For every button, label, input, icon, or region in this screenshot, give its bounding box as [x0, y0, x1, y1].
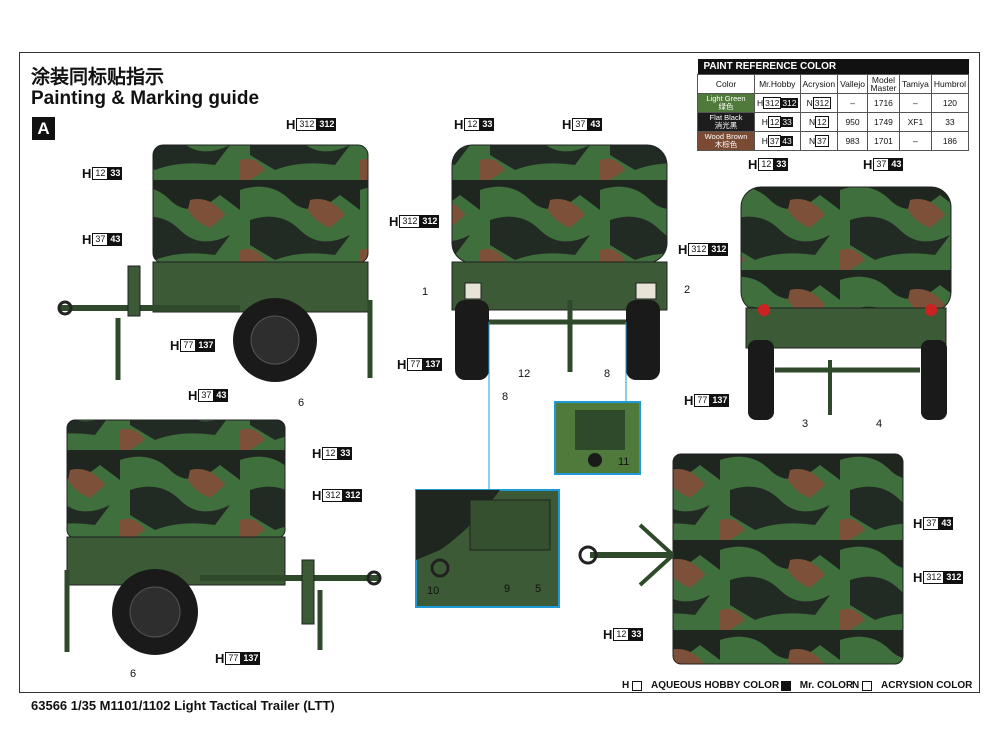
part-number: 9 — [504, 583, 511, 595]
filled-box-icon — [781, 680, 791, 691]
trailer-side-view-1 — [57, 144, 373, 382]
footer-title: 63566 1/35 M1101/1102 Light Tactical Tra… — [31, 698, 335, 713]
trailer-front-view — [740, 186, 952, 420]
outline-box-icon — [862, 680, 873, 691]
legend-acrysion: N ACRYSION COLOR — [852, 680, 973, 691]
legend-hobby: H AQUEOUS HOBBY COLOR — [622, 680, 780, 691]
part-number: 2 — [684, 284, 691, 296]
mr-no: 312 — [781, 98, 798, 108]
detail-box-main — [415, 489, 560, 608]
part-number: 10 — [427, 585, 440, 597]
paint-table-header-row: Color Mr.Hobby Acrysion Vallejo Model Ma… — [697, 74, 970, 94]
paint-reference-table: PAINT REFERENCE COLOR Color Mr.Hobby Acr… — [697, 59, 970, 151]
hobby-no: 312 — [763, 97, 782, 109]
part-number: 8 — [502, 391, 509, 403]
mr-no: 33 — [781, 117, 793, 127]
color-name: Light Green — [706, 94, 746, 103]
color-name-cn: 消光黑 — [714, 121, 738, 130]
color-name: Wood Brown — [704, 132, 748, 141]
legend-mr-color: Mr. COLOR — [781, 680, 853, 691]
scheme-badge: A — [32, 117, 55, 140]
title-english: Painting & Marking guide — [31, 88, 260, 109]
color-name-cn: 绿色 — [718, 102, 734, 111]
part-number: 6 — [130, 668, 137, 680]
part-number: 6 — [298, 397, 305, 409]
part-number: 1 — [422, 286, 429, 298]
page-frame — [19, 52, 980, 693]
humbrol-code: 120 — [930, 93, 970, 113]
outline-box-icon — [632, 680, 643, 691]
color-name-cn: 木棕色 — [714, 140, 738, 149]
color-name: Flat Black — [709, 113, 743, 122]
title-chinese: 涂装同标贴指示 — [31, 66, 165, 88]
part-number: 11 — [618, 456, 630, 468]
humbrol-code: 186 — [930, 131, 970, 151]
part-number: 8 — [604, 368, 611, 380]
part-number: 4 — [876, 418, 883, 430]
hobby-no: 37 — [767, 135, 782, 147]
paint-table-title: PAINT REFERENCE COLOR — [697, 59, 969, 75]
part-number: 12 — [518, 368, 531, 380]
acr-no: 312 — [812, 97, 831, 109]
acr-no: 12 — [815, 116, 829, 128]
trailer-top-view — [578, 453, 904, 665]
vallejo-code: 983 — [837, 131, 868, 151]
acr-no: 37 — [815, 135, 829, 147]
part-number: 3 — [802, 418, 809, 430]
detail-callout-lines — [488, 322, 627, 490]
part-number: 5 — [535, 583, 542, 595]
detail-box-11 — [554, 401, 641, 475]
hobby-no: 12 — [767, 116, 782, 128]
trailer-rear-view — [451, 144, 668, 380]
trailer-side-view-2 — [64, 419, 382, 655]
